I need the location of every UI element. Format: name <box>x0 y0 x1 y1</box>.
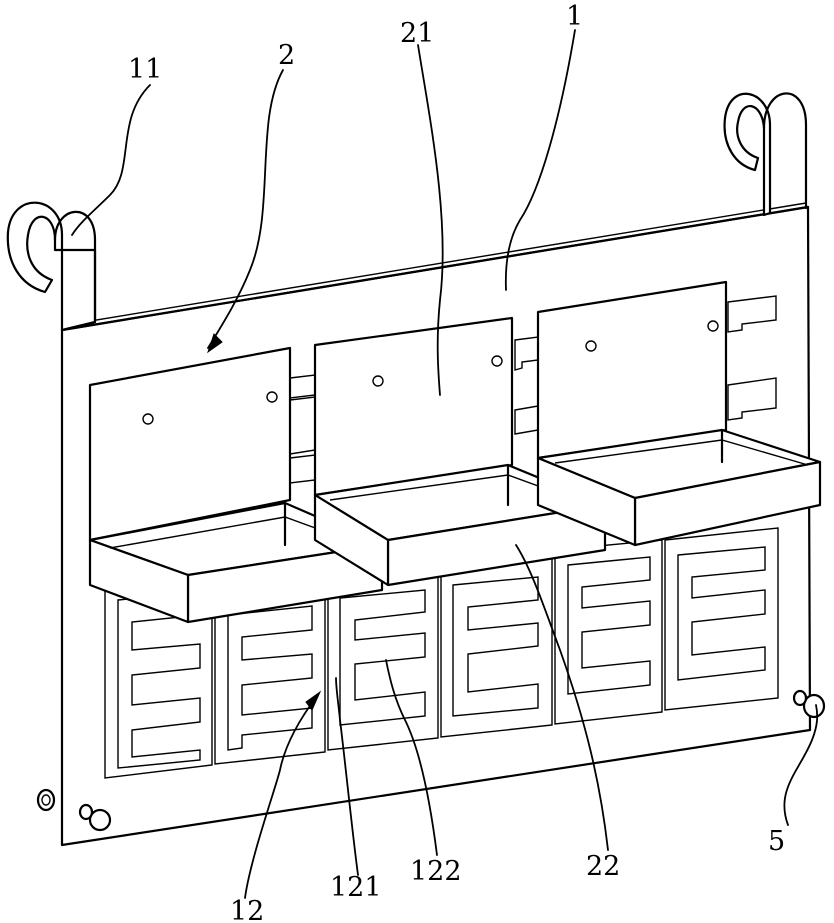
label-panel: 1 <box>566 1 583 32</box>
hook-right <box>725 93 806 215</box>
label-mounting-area: 12 <box>230 896 264 923</box>
label-bolt: 5 <box>768 826 785 857</box>
label-tray: 22 <box>586 851 620 882</box>
label-hook: 11 <box>128 54 162 85</box>
label-storage-box: 2 <box>278 40 295 71</box>
label-back-plate: 21 <box>400 18 434 49</box>
label-rib: 122 <box>410 856 462 887</box>
label-slot: 121 <box>330 872 382 903</box>
